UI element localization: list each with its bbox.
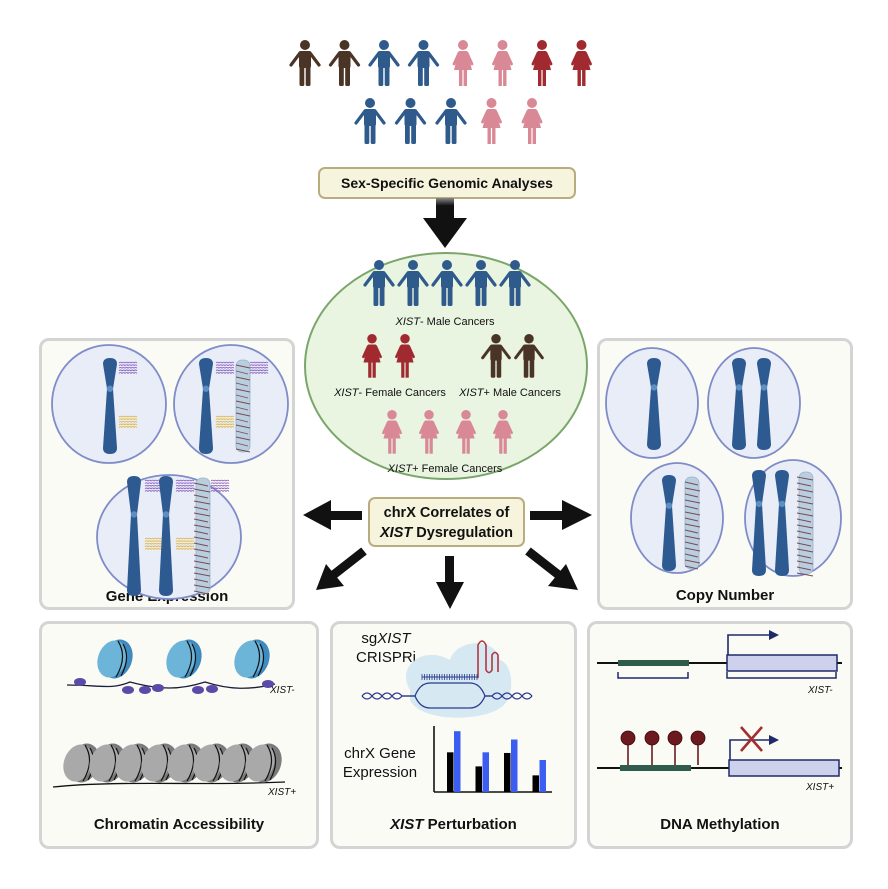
gene-expression-panel: Gene Expression (39, 338, 295, 610)
male-figure-icon (363, 260, 395, 306)
female-figure-icon (382, 410, 402, 454)
dna-methylation-panel: DNA Methylation (587, 621, 853, 849)
sgxist-crispri-label: sgXIST CRISPRi (356, 630, 417, 666)
male-figure-icon (289, 40, 321, 86)
copy-number-panel: Copy Number (597, 338, 853, 610)
female-figure-icon (456, 410, 476, 454)
arrow-down-left (316, 547, 367, 590)
female-figure-icon (492, 40, 513, 86)
arrow-down-center (436, 556, 464, 609)
arrow-right (530, 500, 592, 530)
male-figure-icon (481, 334, 511, 378)
male-figure-icon (328, 40, 361, 86)
male-figure-icon (407, 40, 440, 86)
female-figure-icon (395, 334, 415, 378)
xist-pos-female-label: XIST+ Female Cancers (387, 463, 503, 475)
female-figure-icon (452, 40, 474, 86)
male-figure-icon (397, 260, 429, 306)
sex-specific-analyses-text: Sex-Specific Genomic Analyses (341, 175, 553, 191)
female-figure-icon (362, 334, 382, 378)
male-figure-icon (514, 334, 544, 378)
chrx-correlates-line2: XIST Dysregulation (380, 525, 513, 541)
chromatin-xist-neg-label: XIST- (270, 685, 295, 696)
male-figure-icon (465, 260, 497, 306)
female-figure-icon (571, 40, 592, 86)
male-figure-icon (368, 40, 400, 86)
male-figure-icon (394, 98, 427, 144)
top-population (289, 40, 592, 144)
chromatin-accessibility-title: Chromatin Accessibility (93, 816, 265, 833)
female-figure-icon (521, 98, 543, 144)
male-figure-icon (499, 260, 531, 306)
arrow-left (303, 500, 362, 530)
male-figure-icon (431, 260, 463, 306)
methylation-xist-pos-label: XIST+ (806, 782, 835, 793)
sex-specific-analyses-label: Sex-Specific Genomic Analyses (318, 167, 576, 199)
xist-neg-female-label: XIST- Female Cancers (334, 387, 446, 399)
chrx-correlates-line1: chrX Correlates of (383, 505, 510, 521)
chromatin-accessibility-panel: Chromatin Accessibility (39, 621, 319, 849)
xist-pos-male-label: XIST+ Male Cancers (459, 387, 561, 399)
male-figure-icon (435, 98, 467, 144)
gene-expression-title: Gene Expression (105, 588, 229, 605)
xist-perturbation-title: XIST Perturbation (390, 816, 517, 833)
xist-neg-male-label: XIST- Male Cancers (395, 316, 495, 328)
female-figure-icon (419, 410, 439, 454)
female-figure-icon (481, 98, 502, 144)
dna-methylation-title: DNA Methylation (660, 816, 780, 833)
arrow-down-right (525, 547, 578, 590)
chromatin-xist-pos-label: XIST+ (268, 787, 297, 798)
copy-number-title: Copy Number (675, 587, 775, 604)
chrx-correlates-label: chrX Correlates of XIST Dysregulation (368, 497, 525, 547)
chrx-gene-expression-axis-label: chrX Gene Expression (342, 745, 418, 781)
methylation-xist-neg-label: XIST- (808, 685, 833, 696)
male-figure-icon (354, 98, 386, 144)
female-figure-icon (531, 40, 553, 86)
female-figure-icon (493, 410, 513, 454)
